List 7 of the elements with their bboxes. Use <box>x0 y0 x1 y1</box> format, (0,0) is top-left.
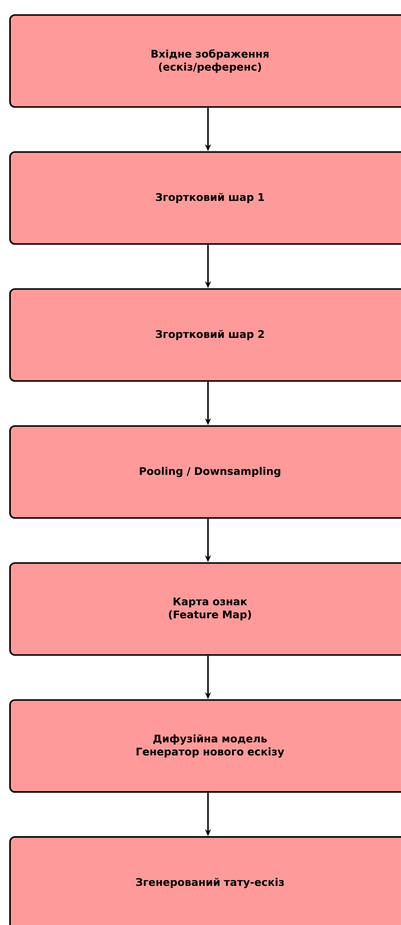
process-box: Згортковий шар 2 <box>9 288 401 382</box>
process-box: Pooling / Downsampling <box>9 425 401 519</box>
process-box: Згортковий шар 1 <box>9 151 401 245</box>
process-box: Карта ознак (Feature Map) <box>9 562 401 656</box>
process-box: Вхідне зображення (ескіз/референс) <box>9 14 401 108</box>
process-box: Дифузійна модель Генератор нового ескізу <box>9 699 401 793</box>
process-box: Згенерований тату-ескіз <box>9 836 401 925</box>
